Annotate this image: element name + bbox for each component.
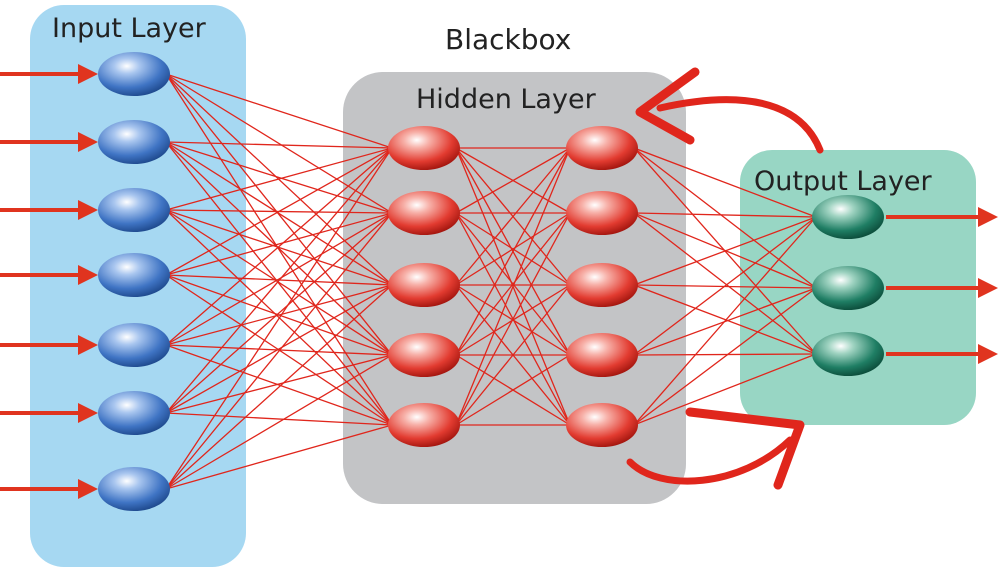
connection-line [165,284,393,346]
connection-line [165,344,393,426]
hidden-node [388,333,460,377]
connection-line [165,212,393,346]
input-node [98,120,170,164]
connection-line [165,354,393,414]
connection-line [455,212,571,286]
hidden-node [566,403,638,447]
connection-line [165,147,393,346]
connection-line [165,209,393,286]
feedback-arrow-bottom [626,407,805,490]
output-node [812,195,884,239]
connection-line [633,147,817,218]
connection-line [455,284,571,426]
connection-line [165,73,393,149]
connection-line [455,147,571,286]
connection-line [165,73,393,356]
connection-line [165,354,393,490]
connection-line [455,147,571,214]
connection-line [633,147,817,289]
hidden-layer-label: Hidden Layer [416,84,596,115]
connection-line [633,353,817,426]
input-node [98,52,170,96]
output-layer-label: Output Layer [754,166,932,197]
connection-line [633,353,817,356]
connection-line [633,216,817,286]
connection-line [165,147,393,211]
connection-line [633,212,817,355]
hidden-node [388,126,460,170]
connection-line [633,284,817,355]
connection-line [165,141,393,149]
connections [165,73,817,490]
connection-line [165,147,393,414]
output-node [812,332,884,376]
connection-line [633,212,817,218]
connection-line [165,412,393,426]
connection-line [165,141,393,214]
connection-line [633,287,817,426]
input-node [98,253,170,297]
connection-line [455,147,571,356]
connection-line [165,147,393,490]
connection-line [165,284,393,490]
connection-line [165,212,393,490]
connection-line [165,212,393,276]
connection-line [165,424,393,490]
connection-line [455,147,571,426]
connection-line [165,73,393,426]
connection-line [165,212,393,414]
connection-line [165,209,393,356]
connection-line [165,147,393,276]
input-layer-label: Input Layer [52,13,206,44]
connection-line [455,354,571,426]
blackbox-label: Blackbox [445,23,572,56]
hidden-node [566,333,638,377]
feedback-arrow-top [635,67,824,154]
input-node [98,467,170,511]
input-node [98,188,170,232]
hidden-node [388,263,460,307]
connection-line [633,216,817,426]
hidden-node [566,126,638,170]
connection-line [455,212,571,356]
connection-line [455,212,571,426]
input-node [98,323,170,367]
hidden-node [566,191,638,235]
io-arrows [0,64,998,499]
hidden-node [388,403,460,447]
connection-line [165,284,393,414]
output-node [812,266,884,310]
nodes [98,52,884,511]
blackbox-panel [343,72,686,504]
connection-line [165,141,393,286]
hidden-node [388,191,460,235]
connection-line [633,216,817,356]
connection-line [165,73,393,214]
hidden-node [566,263,638,307]
input-node [98,391,170,435]
